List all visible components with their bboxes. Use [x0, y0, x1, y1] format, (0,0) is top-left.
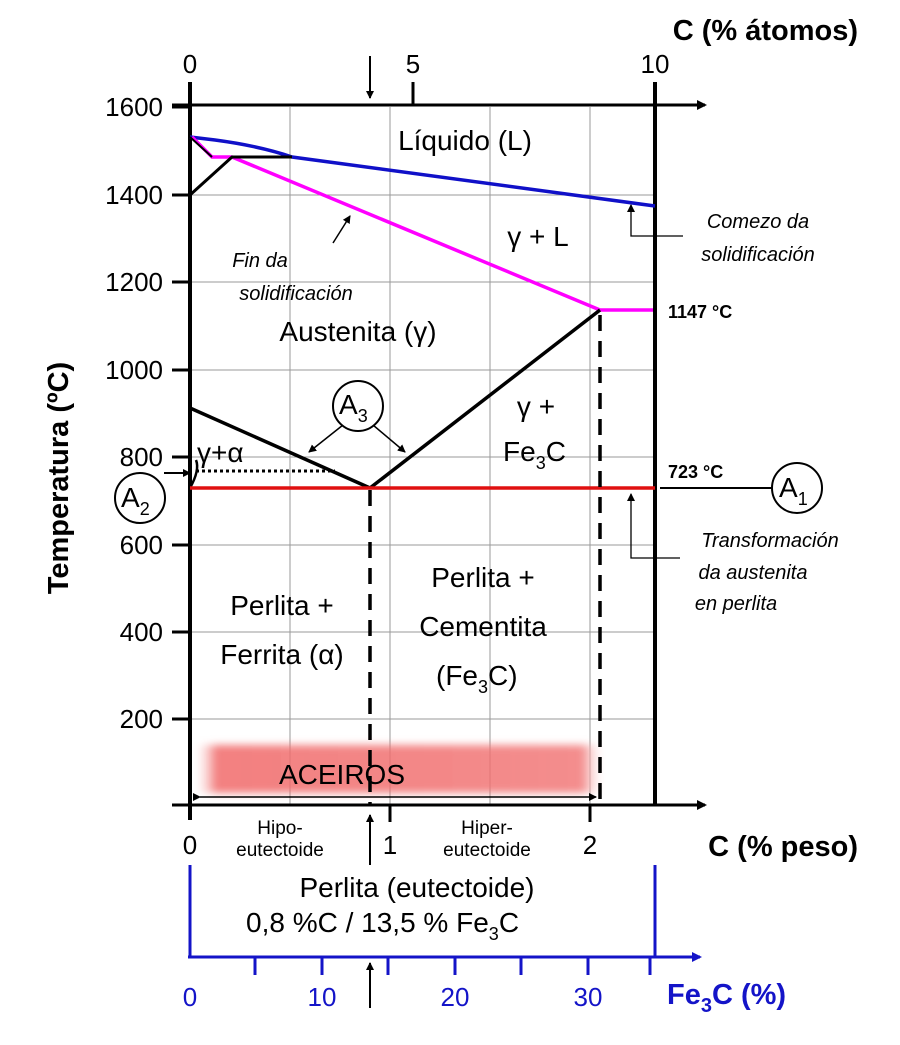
- pearlite-cementite-label-3: (Fe3C): [436, 660, 518, 697]
- gamma-alpha-label: γ+α: [197, 437, 244, 468]
- start-solid-label-2: solidificación: [701, 244, 814, 266]
- pearlite-ferrite-label-2: Ferrita (α): [220, 639, 344, 670]
- liquid-label: Líquido (L): [398, 125, 532, 156]
- fe3c-tick-20: 20: [441, 982, 470, 1012]
- top-axis-label: C (% átomos): [673, 15, 858, 47]
- a3-arrow-left: [308, 424, 344, 453]
- a3-circle: A3: [332, 380, 384, 432]
- hyper-label-2: eutectoide: [443, 840, 531, 861]
- a3-line: [189, 406, 371, 490]
- steels-band: [196, 745, 602, 793]
- y-tick-800: 800: [120, 442, 163, 472]
- pearlite-cementite-label-1: Perlita +: [431, 562, 535, 593]
- bottom-axis-label: C (% peso): [708, 831, 858, 863]
- temp-1147-label: 1147 °C: [668, 302, 732, 322]
- end-solid-label-1: Fin da: [232, 250, 288, 272]
- left-axis-label: Temperatura (ºC): [43, 362, 75, 594]
- eutectoid-line1: Perlita (eutectoide): [299, 872, 534, 903]
- y-tick-200: 200: [120, 704, 163, 734]
- fe3c-axis-label: Fe3C (%): [667, 979, 786, 1017]
- fe3c-tick-10: 10: [308, 982, 337, 1012]
- fe3c-tick-0: 0: [183, 982, 197, 1012]
- a3-arrow-right: [372, 424, 406, 453]
- axes: [172, 82, 707, 822]
- svg-text:A3: A3: [339, 389, 368, 426]
- phase-lines: [188, 135, 656, 805]
- fe3c-tick-30: 30: [574, 982, 603, 1012]
- start-solid-arrow: [627, 204, 683, 237]
- hyper-label-1: Hiper-: [461, 818, 513, 839]
- y-tick-1600: 1600: [105, 92, 163, 122]
- a2-circle: A2: [114, 472, 166, 524]
- end-solid-arrow: [332, 215, 351, 244]
- top-tick-5: 5: [406, 49, 420, 79]
- end-solid-label-2: solidificación: [239, 283, 352, 305]
- bottom-tick-0: 0: [183, 830, 197, 860]
- transf-arrow: [627, 493, 680, 559]
- annotations: Comezo da solidificación Fin da solidifi…: [232, 211, 839, 615]
- tick-labels: 0 5 10 1600 1400 1200 1000 800 600 400 2…: [105, 49, 669, 1012]
- y-tick-1400: 1400: [105, 180, 163, 210]
- acm-line: [368, 308, 602, 490]
- gamma-fe3c-label-1: γ +: [517, 391, 555, 422]
- arrows: [164, 56, 772, 1008]
- a1-circle: A1: [771, 462, 823, 514]
- hypo-label-1: Hipo-: [257, 818, 302, 839]
- pearlite-cementite-label-2: Cementita: [419, 611, 547, 642]
- temp-723-label: 723 °C: [668, 462, 723, 482]
- fe3c-axis: [188, 865, 702, 975]
- y-tick-1200: 1200: [105, 267, 163, 297]
- eutectoid-composition: Perlita (eutectoide) 0,8 %C / 13,5 % Fe3…: [246, 872, 535, 944]
- grid: [190, 107, 655, 805]
- svg-text:A1: A1: [779, 472, 808, 509]
- steels-label: ACEIROS: [279, 759, 405, 790]
- y-tick-1000: 1000: [105, 355, 163, 385]
- start-solid-label-1: Comezo da: [707, 211, 809, 233]
- svg-text:A2: A2: [121, 482, 150, 519]
- gamma-l-label: γ + L: [507, 221, 568, 252]
- transf-label-2: da austenita: [699, 562, 808, 584]
- top-tick-0: 0: [183, 49, 197, 79]
- bottom-tick-2: 2: [583, 830, 597, 860]
- hypo-label-2: eutectoide: [236, 840, 324, 861]
- austenite-label: Austenita (γ): [279, 316, 436, 347]
- eutectoid-line2: 0,8 %C / 13,5 % Fe3C: [246, 907, 519, 944]
- transf-label-1: Transformación: [701, 530, 838, 552]
- y-tick-600: 600: [120, 530, 163, 560]
- gamma-fe3c-label-2: Fe3C: [503, 436, 566, 473]
- top-tick-10: 10: [641, 49, 670, 79]
- region-labels: Líquido (L) γ + L Austenita (γ) γ + Fe3C…: [197, 125, 569, 861]
- bottom-tick-1: 1: [383, 830, 397, 860]
- y-tick-400: 400: [120, 617, 163, 647]
- pearlite-ferrite-label-1: Perlita +: [230, 590, 334, 621]
- transf-label-3: en perlita: [695, 593, 777, 615]
